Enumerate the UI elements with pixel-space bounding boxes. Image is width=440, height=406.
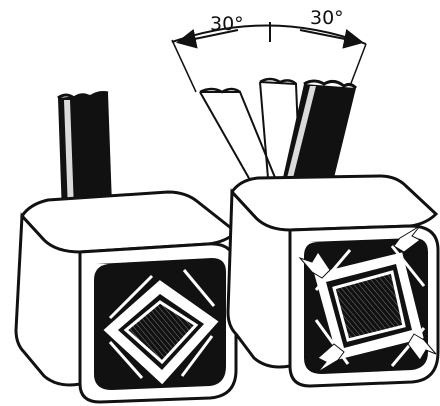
left-radial <box>171 39 197 93</box>
right-inner-square <box>314 252 424 360</box>
rubber-suspension-unit-neutral <box>14 91 239 404</box>
left-inner-square <box>103 280 219 385</box>
right-shaft <box>282 79 358 186</box>
right-box-side <box>226 188 292 369</box>
compression-arrows <box>298 225 437 373</box>
right-radial <box>349 43 367 87</box>
rubber-suspension-unit-twisted <box>199 77 440 388</box>
swing-arc-indicator: 30° 30° <box>171 7 367 93</box>
angle-label-right: 30° <box>310 7 344 29</box>
shaft-swing-positions <box>199 77 301 181</box>
left-shaft <box>57 91 112 215</box>
left-box-side <box>14 212 82 387</box>
arc-arrow-right <box>299 29 364 49</box>
angle-label-left: 30° <box>210 13 244 35</box>
arc-arrow-left <box>176 28 239 49</box>
